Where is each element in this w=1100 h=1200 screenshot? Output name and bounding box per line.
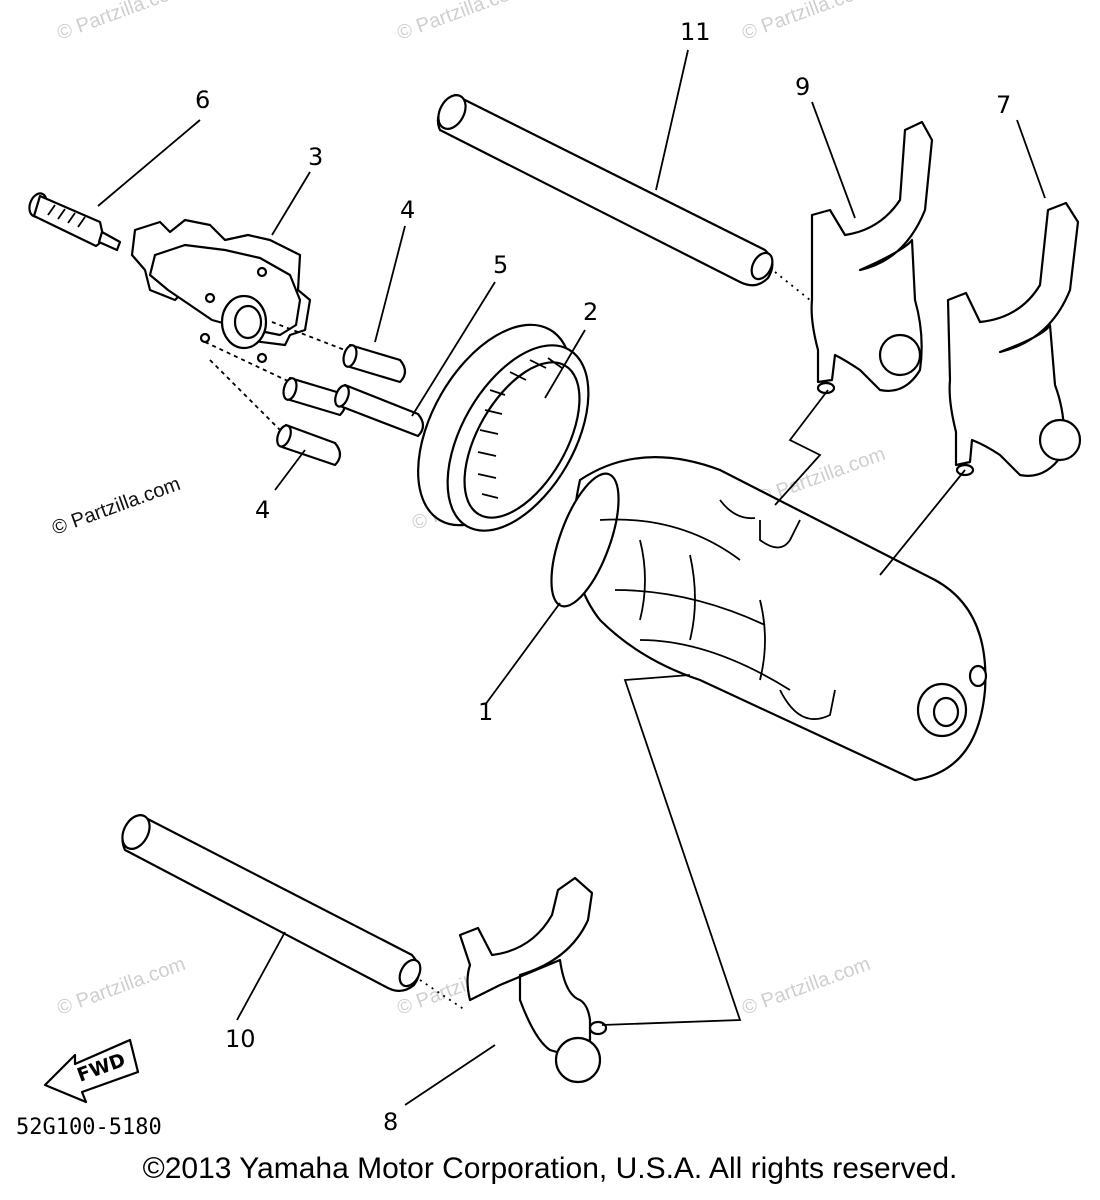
watermark-text: © Partzilla.com	[54, 0, 188, 45]
shift-fork-7	[946, 201, 1082, 477]
callout-4-lower: 4	[255, 496, 270, 524]
long-pin-5	[334, 383, 425, 438]
watermark-text: © Partzilla.com	[739, 0, 873, 45]
bolt-6	[28, 192, 122, 252]
leader-lines	[97, 49, 1046, 1106]
callout-1: 1	[478, 698, 493, 726]
forward-arrow-icon: FWD	[43, 1038, 140, 1104]
callout-2: 2	[583, 298, 598, 326]
callout-11: 11	[680, 18, 711, 46]
watermark-text: © Partzilla.com	[54, 953, 188, 1020]
shift-drum-1	[550, 456, 988, 782]
watermark-text: © Partzilla.com	[394, 0, 528, 45]
shift-fork-9	[810, 120, 934, 395]
callout-6: 6	[195, 86, 210, 114]
watermark-text-strong: © Partzilla.com	[49, 473, 183, 540]
callout-8: 8	[383, 1108, 398, 1136]
callout-9: 9	[795, 73, 810, 101]
callout-4-upper: 4	[400, 196, 415, 224]
shift-fork-shaft-upper	[436, 93, 811, 301]
watermark-text: © Partzilla.com	[739, 953, 873, 1020]
bearing-2	[417, 323, 590, 532]
shift-fork-8	[458, 876, 608, 1084]
diagram-part-number: 52G100-5180	[16, 1115, 162, 1140]
shift-drum-segment-3	[130, 218, 351, 431]
pin-4-lower	[276, 423, 342, 467]
callout-5: 5	[493, 251, 508, 279]
pin-4-upper	[342, 343, 407, 384]
callout-10: 10	[225, 1025, 256, 1053]
callout-7: 7	[996, 91, 1011, 119]
callout-numbers: 1 2 3 4 4 5 6 7 8 9 10 11	[195, 18, 1011, 1136]
callout-3: 3	[308, 143, 323, 171]
copyright-notice: ©2013 Yamaha Motor Corporation, U.S.A. A…	[142, 1152, 958, 1185]
shift-fork-shaft-lower	[121, 813, 466, 1011]
